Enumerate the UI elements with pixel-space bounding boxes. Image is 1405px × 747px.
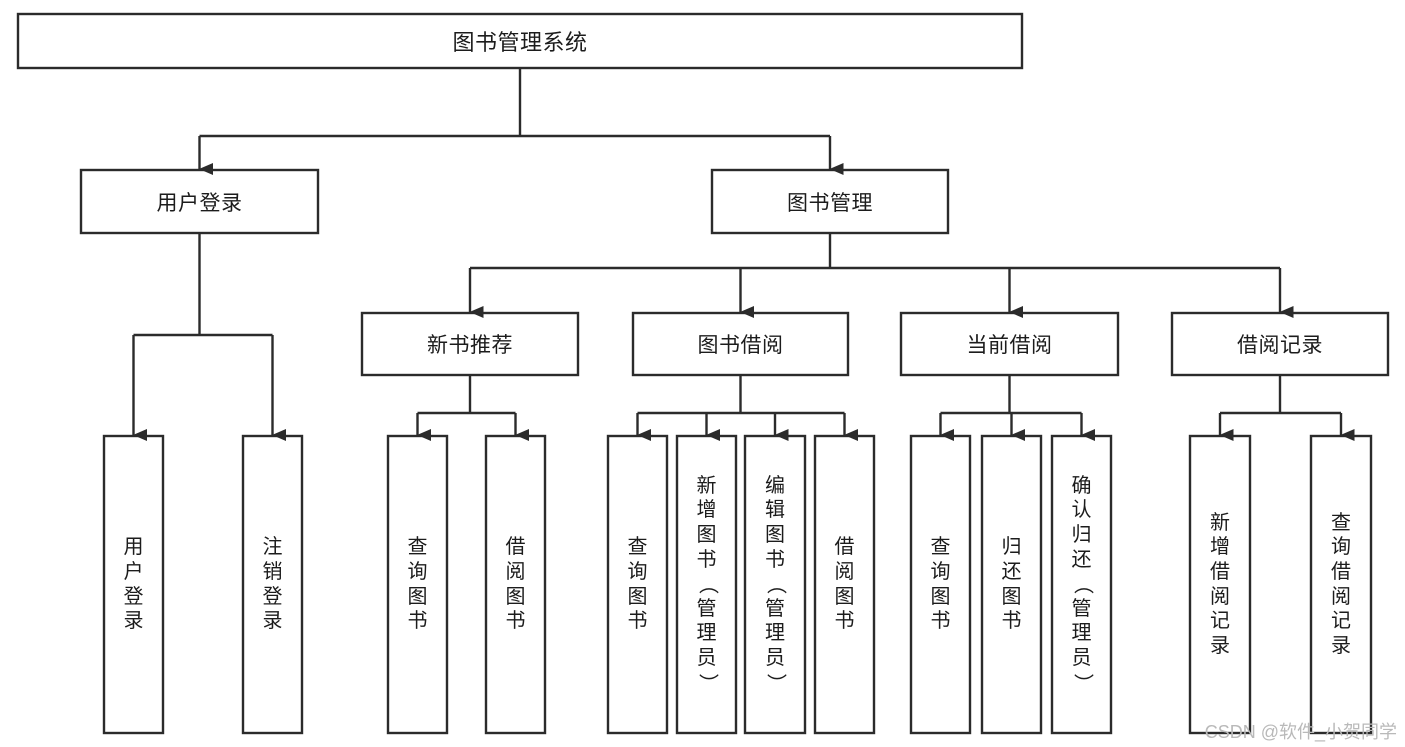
node-label-leaf-logout: 注销登录: [262, 536, 283, 633]
node-label-leaf-edit-book: 编辑图书（管理员）: [764, 474, 787, 693]
node-label-current-borrow: 当前借阅: [966, 334, 1053, 357]
node-label-leaf-query-book-cur: 查询图书: [930, 536, 951, 633]
node-label-user-login: 用户登录: [156, 191, 243, 215]
node-box-new-book-rec[interactable]: [360, 311, 580, 377]
node-box-leaf-borrow-book[interactable]: [813, 434, 876, 735]
node-label-leaf-return-book: 归还图书: [1001, 536, 1022, 633]
node-label-root: 图书管理系统: [452, 30, 588, 55]
node-boxes: [16, 12, 1390, 735]
node-box-leaf-query-record[interactable]: [1309, 434, 1373, 735]
node-label-leaf-add-record: 新增借阅记录: [1210, 511, 1230, 657]
node-box-leaf-logout[interactable]: [241, 434, 304, 735]
node-box-leaf-return-book[interactable]: [980, 434, 1043, 735]
node-box-leaf-add-book[interactable]: [675, 434, 738, 735]
node-label-borrow-record: 借阅记录: [1237, 334, 1323, 357]
node-box-leaf-query-book-rec[interactable]: [386, 434, 449, 735]
watermark: CSDN @软件_小贺同学: [1204, 722, 1397, 742]
node-label-leaf-borrow-book-rec: 借阅图书: [505, 536, 526, 633]
node-box-leaf-query-book-cur[interactable]: [909, 434, 972, 735]
node-box-leaf-user-login[interactable]: [102, 434, 165, 735]
node-label-leaf-query-book-borrow: 查询图书: [627, 536, 648, 633]
node-label-book-manage: 图书管理: [787, 191, 873, 215]
node-label-leaf-borrow-book: 借阅图书: [834, 536, 855, 633]
node-box-leaf-query-book-borrow[interactable]: [606, 434, 669, 735]
node-label-leaf-user-login: 用户登录: [123, 536, 144, 633]
node-label-new-book-rec: 新书推荐: [427, 334, 513, 357]
node-box-root[interactable]: [16, 12, 1024, 70]
edges: [132, 68, 1355, 441]
node-label-leaf-query-record: 查询借阅记录: [1331, 511, 1351, 657]
node-box-leaf-add-record[interactable]: [1188, 434, 1252, 735]
node-label-leaf-add-book: 新增图书（管理员）: [695, 474, 718, 693]
node-label-leaf-query-book-rec: 查询图书: [407, 536, 428, 633]
node-label-book-borrow: 图书借阅: [697, 334, 784, 357]
node-box-leaf-borrow-book-rec[interactable]: [484, 434, 547, 735]
node-box-current-borrow[interactable]: [899, 311, 1120, 377]
node-label-leaf-confirm-return: 确认归还（管理员）: [1070, 474, 1093, 693]
node-box-leaf-confirm-return[interactable]: [1050, 434, 1113, 735]
node-box-user-login[interactable]: [79, 168, 320, 235]
